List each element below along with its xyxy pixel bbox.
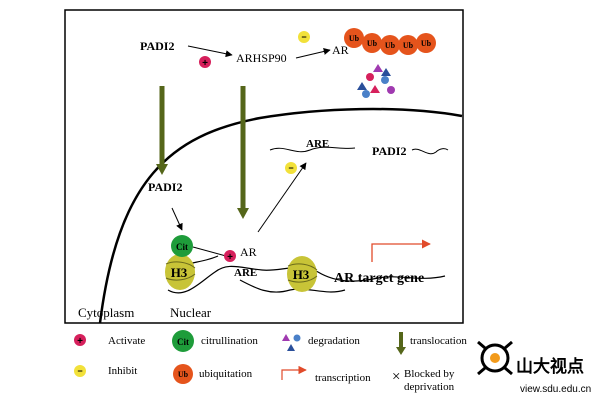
h3-right-label: H3 bbox=[293, 267, 310, 282]
ar-top-label: AR bbox=[332, 43, 349, 57]
transcription-icon bbox=[281, 365, 307, 380]
arhsp90-to-ar-arrow bbox=[295, 48, 331, 59]
inhibit-icon-nuclear: − bbox=[285, 162, 297, 174]
svg-text:Ub: Ub bbox=[178, 370, 189, 379]
svg-text:−: − bbox=[77, 366, 82, 376]
svg-text:+: + bbox=[227, 252, 233, 263]
svg-text:Ub: Ub bbox=[403, 41, 414, 50]
arhsp90-label: ARHSP90 bbox=[236, 51, 287, 65]
padi2-gene-strand bbox=[269, 146, 356, 153]
legend-activate: + Activate bbox=[74, 334, 145, 347]
legend-activate-label: Activate bbox=[108, 335, 145, 347]
legend-transcription-label: transcription bbox=[315, 372, 371, 384]
histone-h3-right: H3 bbox=[287, 256, 318, 292]
watermark-url: view.sdu.edu.cn bbox=[520, 384, 591, 395]
citrullination-icon-nuclear: Cit bbox=[171, 235, 193, 257]
padi2-top-label: PADI2 bbox=[140, 39, 174, 53]
svg-text:Ub: Ub bbox=[385, 41, 396, 50]
legend-citrullination: Cit citrullination bbox=[172, 330, 258, 352]
ubiquitin-icon bbox=[173, 364, 193, 384]
cytoplasm-label: Cytoplasm bbox=[78, 305, 134, 320]
svg-text:Ub: Ub bbox=[349, 34, 360, 43]
padi2-gene-tail bbox=[411, 148, 449, 155]
activate-icon-nuclear: + bbox=[224, 250, 236, 263]
legend-blocked-label-1: Blocked by bbox=[404, 368, 455, 380]
padi2-to-arhsp90-arrow bbox=[187, 45, 233, 58]
legend-translocation: translocation bbox=[396, 332, 467, 355]
ubiquitin-icon bbox=[416, 33, 436, 53]
activate-icon bbox=[74, 334, 86, 346]
h3-left-label: H3 bbox=[171, 265, 188, 280]
histone-h3-left: H3 bbox=[165, 254, 196, 290]
padi2-nuclear-label: PADI2 bbox=[148, 180, 182, 194]
svg-text:−: − bbox=[301, 32, 306, 42]
legend-citrullination-label: citrullination bbox=[201, 335, 258, 347]
dna-strand-lower bbox=[239, 279, 346, 293]
watermark-text: 山大视点 bbox=[516, 356, 584, 376]
legend: + Activate Cit citrullination degradatio… bbox=[74, 330, 467, 393]
degradation-icon bbox=[282, 334, 290, 341]
translocation-arrowhead-padi2 bbox=[156, 164, 168, 175]
padi2-to-cit-arrow bbox=[171, 207, 183, 231]
padi2-gene-label: PADI2 bbox=[372, 144, 406, 158]
ar-to-padi2-are-arrow bbox=[257, 162, 307, 233]
svg-text:Ub: Ub bbox=[367, 39, 378, 48]
watermark: 山大视点 view.sdu.edu.cn bbox=[477, 340, 591, 395]
cross-icon: × bbox=[392, 369, 400, 385]
svg-text:+: + bbox=[202, 58, 208, 69]
svg-text:Ub: Ub bbox=[421, 39, 432, 48]
legend-ubiquitation: Ub ubiquitation bbox=[173, 364, 253, 384]
ubiquitin-icon bbox=[362, 33, 382, 53]
legend-degradation-label: degradation bbox=[308, 335, 360, 347]
legend-ubiquitation-label: ubiquitation bbox=[199, 368, 253, 380]
legend-blocked-label-2: deprivation bbox=[404, 381, 455, 393]
ubiquitin-chain: Ub Ub Ub Ub Ub bbox=[344, 28, 436, 55]
legend-blocked: × Blocked by deprivation bbox=[392, 368, 455, 393]
ubiquitin-icon bbox=[380, 35, 400, 55]
ubiquitin-icon bbox=[398, 35, 418, 55]
legend-translocation-label: translocation bbox=[410, 335, 467, 347]
ar-nuclear-label: AR bbox=[240, 245, 257, 259]
are-upper-label: ARE bbox=[306, 138, 329, 150]
inhibit-icon-top: − bbox=[298, 31, 310, 43]
nuclear-membrane bbox=[98, 107, 463, 324]
cell-border bbox=[64, 9, 464, 324]
translocation-arrowhead-ar bbox=[237, 208, 249, 219]
svg-text:Cit: Cit bbox=[176, 242, 188, 252]
legend-transcription: transcription bbox=[281, 365, 371, 384]
legend-degradation: degradation bbox=[282, 334, 360, 351]
watermark-logo bbox=[477, 340, 513, 376]
nuclear-label: Nuclear bbox=[170, 305, 212, 320]
ubiquitin-icon bbox=[344, 28, 364, 48]
legend-inhibit-label: Inhibit bbox=[108, 365, 137, 377]
degradation-fragments bbox=[357, 64, 395, 98]
activate-icon-top: + bbox=[199, 56, 211, 69]
legend-inhibit: − Inhibit bbox=[74, 365, 137, 377]
ar-target-gene-label: AR target gene bbox=[334, 271, 424, 286]
citrullination-icon bbox=[172, 330, 194, 352]
svg-text:+: + bbox=[77, 336, 83, 347]
cit-to-ar-connector bbox=[192, 246, 227, 257]
inhibit-icon bbox=[74, 365, 86, 377]
svg-text:Cit: Cit bbox=[177, 337, 189, 347]
transcription-arrow-nuclear bbox=[371, 239, 431, 262]
are-lower-label: ARE bbox=[234, 267, 257, 279]
svg-text:−: − bbox=[288, 163, 293, 173]
